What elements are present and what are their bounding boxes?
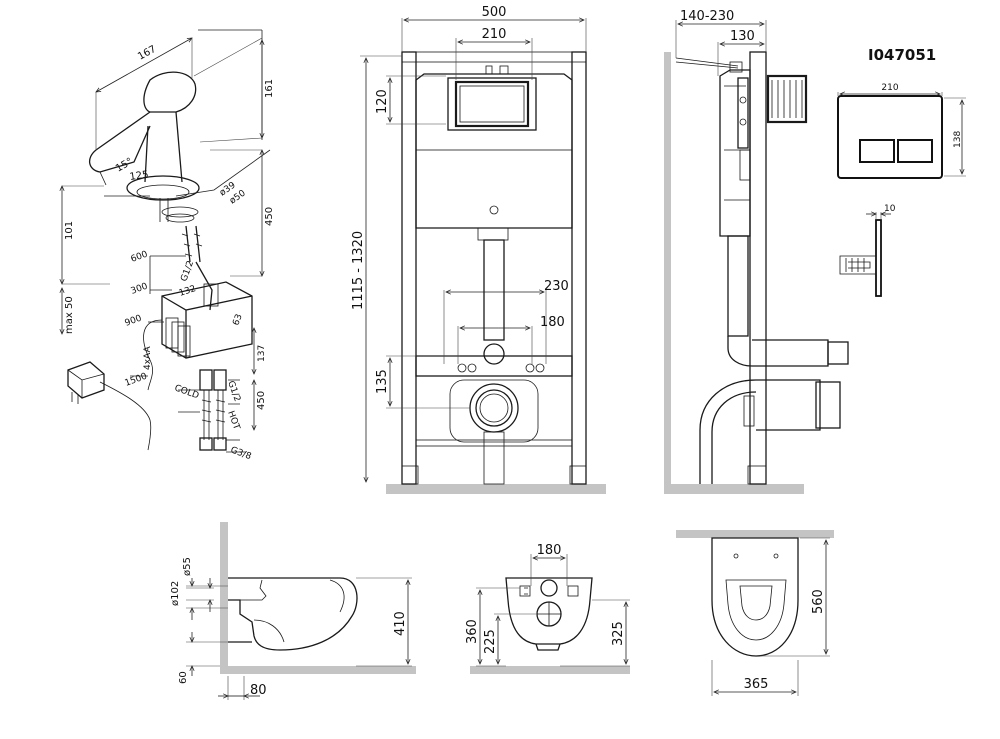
wc-back-dim-325: 325 [611,621,626,646]
side-depth-140-230: 140-230 [680,9,734,24]
faucet-dim-300: 300 [130,281,150,296]
faucet-dim-4xaa: 4xAA [143,346,153,370]
wc-back-view [470,554,630,674]
wc-top-width-365: 365 [744,677,769,692]
wc-top-length-560: 560 [811,589,826,614]
frame-dim-230: 230 [544,279,569,294]
plate-width-210: 210 [881,83,898,93]
faucet-dim-hot: HOT [225,410,241,432]
side-depth-130: 130 [730,29,755,44]
faucet-drawing [62,29,271,453]
faucet-dim-101: 101 [64,221,75,240]
frame-width-500: 500 [482,5,507,20]
plate-depth-10: 10 [884,204,896,214]
faucet-dim-161: 161 [264,79,275,98]
wc-back-dim-360: 360 [465,619,480,644]
wc-side-view [186,522,416,700]
frame-height-1115-1320: 1115 - 1320 [351,231,366,310]
faucet-dim-167: 167 [136,44,158,63]
wc-side-dim-d102: ø102 [170,581,181,606]
frame-dim-180: 180 [540,315,565,330]
faucet-dim-450-bottom: 450 [256,391,267,410]
frame-height-120: 120 [375,89,390,114]
faucet-dim-1500: 1500 [124,371,149,388]
faucet-dim-132: 132 [178,284,197,299]
wc-side-height-410: 410 [393,611,408,636]
plate-height-138: 138 [953,131,963,148]
flush-plate-side [839,212,891,297]
faucet-dim-g12-top: G1/2 [179,259,196,283]
frame-height-135: 135 [375,369,390,394]
faucet-dim-max50: max 50 [64,296,75,334]
wc-top-view [676,530,834,696]
faucet-dim-900: 900 [124,313,144,328]
wc-back-dim-180: 180 [537,543,562,558]
wc-side-dim-d55: ø55 [182,557,193,576]
faucet-dim-cold: COLD [173,383,200,401]
wc-side-dim-60: 60 [178,671,189,684]
product-code: I047051 [868,46,936,64]
faucet-dim-600: 600 [130,249,150,264]
flush-plate-front [837,92,966,179]
faucet-dim-450: 450 [264,207,275,226]
wc-back-dim-225: 225 [483,629,498,654]
faucet-dim-137: 137 [257,345,267,362]
faucet-dim-g12-bottom: G1/2 [225,380,242,404]
faucet-dim-g38: G3/8 [229,445,253,462]
frame-width-210: 210 [482,27,507,42]
wc-side-dim-80: 80 [250,683,267,698]
frame-front-view [360,18,606,494]
frame-side-view [664,20,849,494]
faucet-dim-63: 63 [231,313,244,327]
faucet-dim-125: 125 [129,169,149,183]
